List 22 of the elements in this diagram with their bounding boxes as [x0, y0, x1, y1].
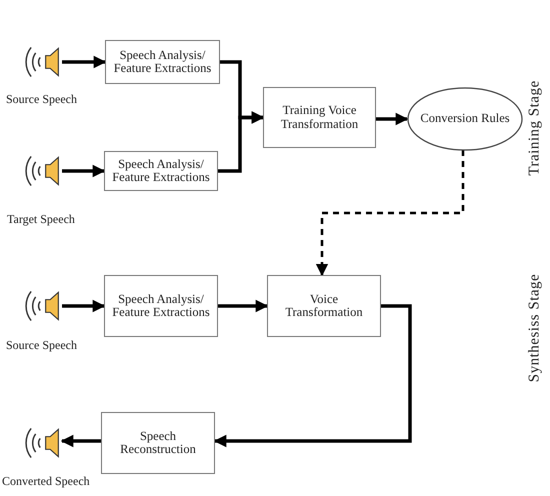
speaker-caption: Source Speech [6, 338, 77, 353]
arrow [62, 300, 106, 312]
speaker-caption: Source Speech [6, 92, 77, 107]
stage-label: Training Stage [526, 80, 544, 176]
process-box: Speech Analysis/ Feature Extractions [104, 275, 218, 337]
node-text: Conversion Rules [419, 112, 511, 126]
process-box: Voice Transformation [267, 275, 381, 337]
arrow [214, 304, 412, 448]
process-box: Speech Analysis/ Feature Extractions [105, 40, 220, 84]
stage-label: Synthesiss Stage [526, 274, 544, 382]
arrow [376, 112, 408, 126]
process-box: Speech Analysis/ Feature Extractions [104, 151, 218, 191]
dashed-arrow [316, 150, 464, 276]
arrow [218, 111, 264, 173]
speaker-caption: Converted Speech [2, 474, 90, 489]
process-box: Training Voice Transformation [263, 87, 376, 148]
arrow [60, 434, 101, 448]
process-box: Speech Reconstruction [101, 412, 215, 474]
arrow [62, 164, 106, 178]
arrow [218, 300, 268, 312]
speaker-caption: Target Speech [7, 212, 75, 227]
arrow [62, 56, 106, 68]
